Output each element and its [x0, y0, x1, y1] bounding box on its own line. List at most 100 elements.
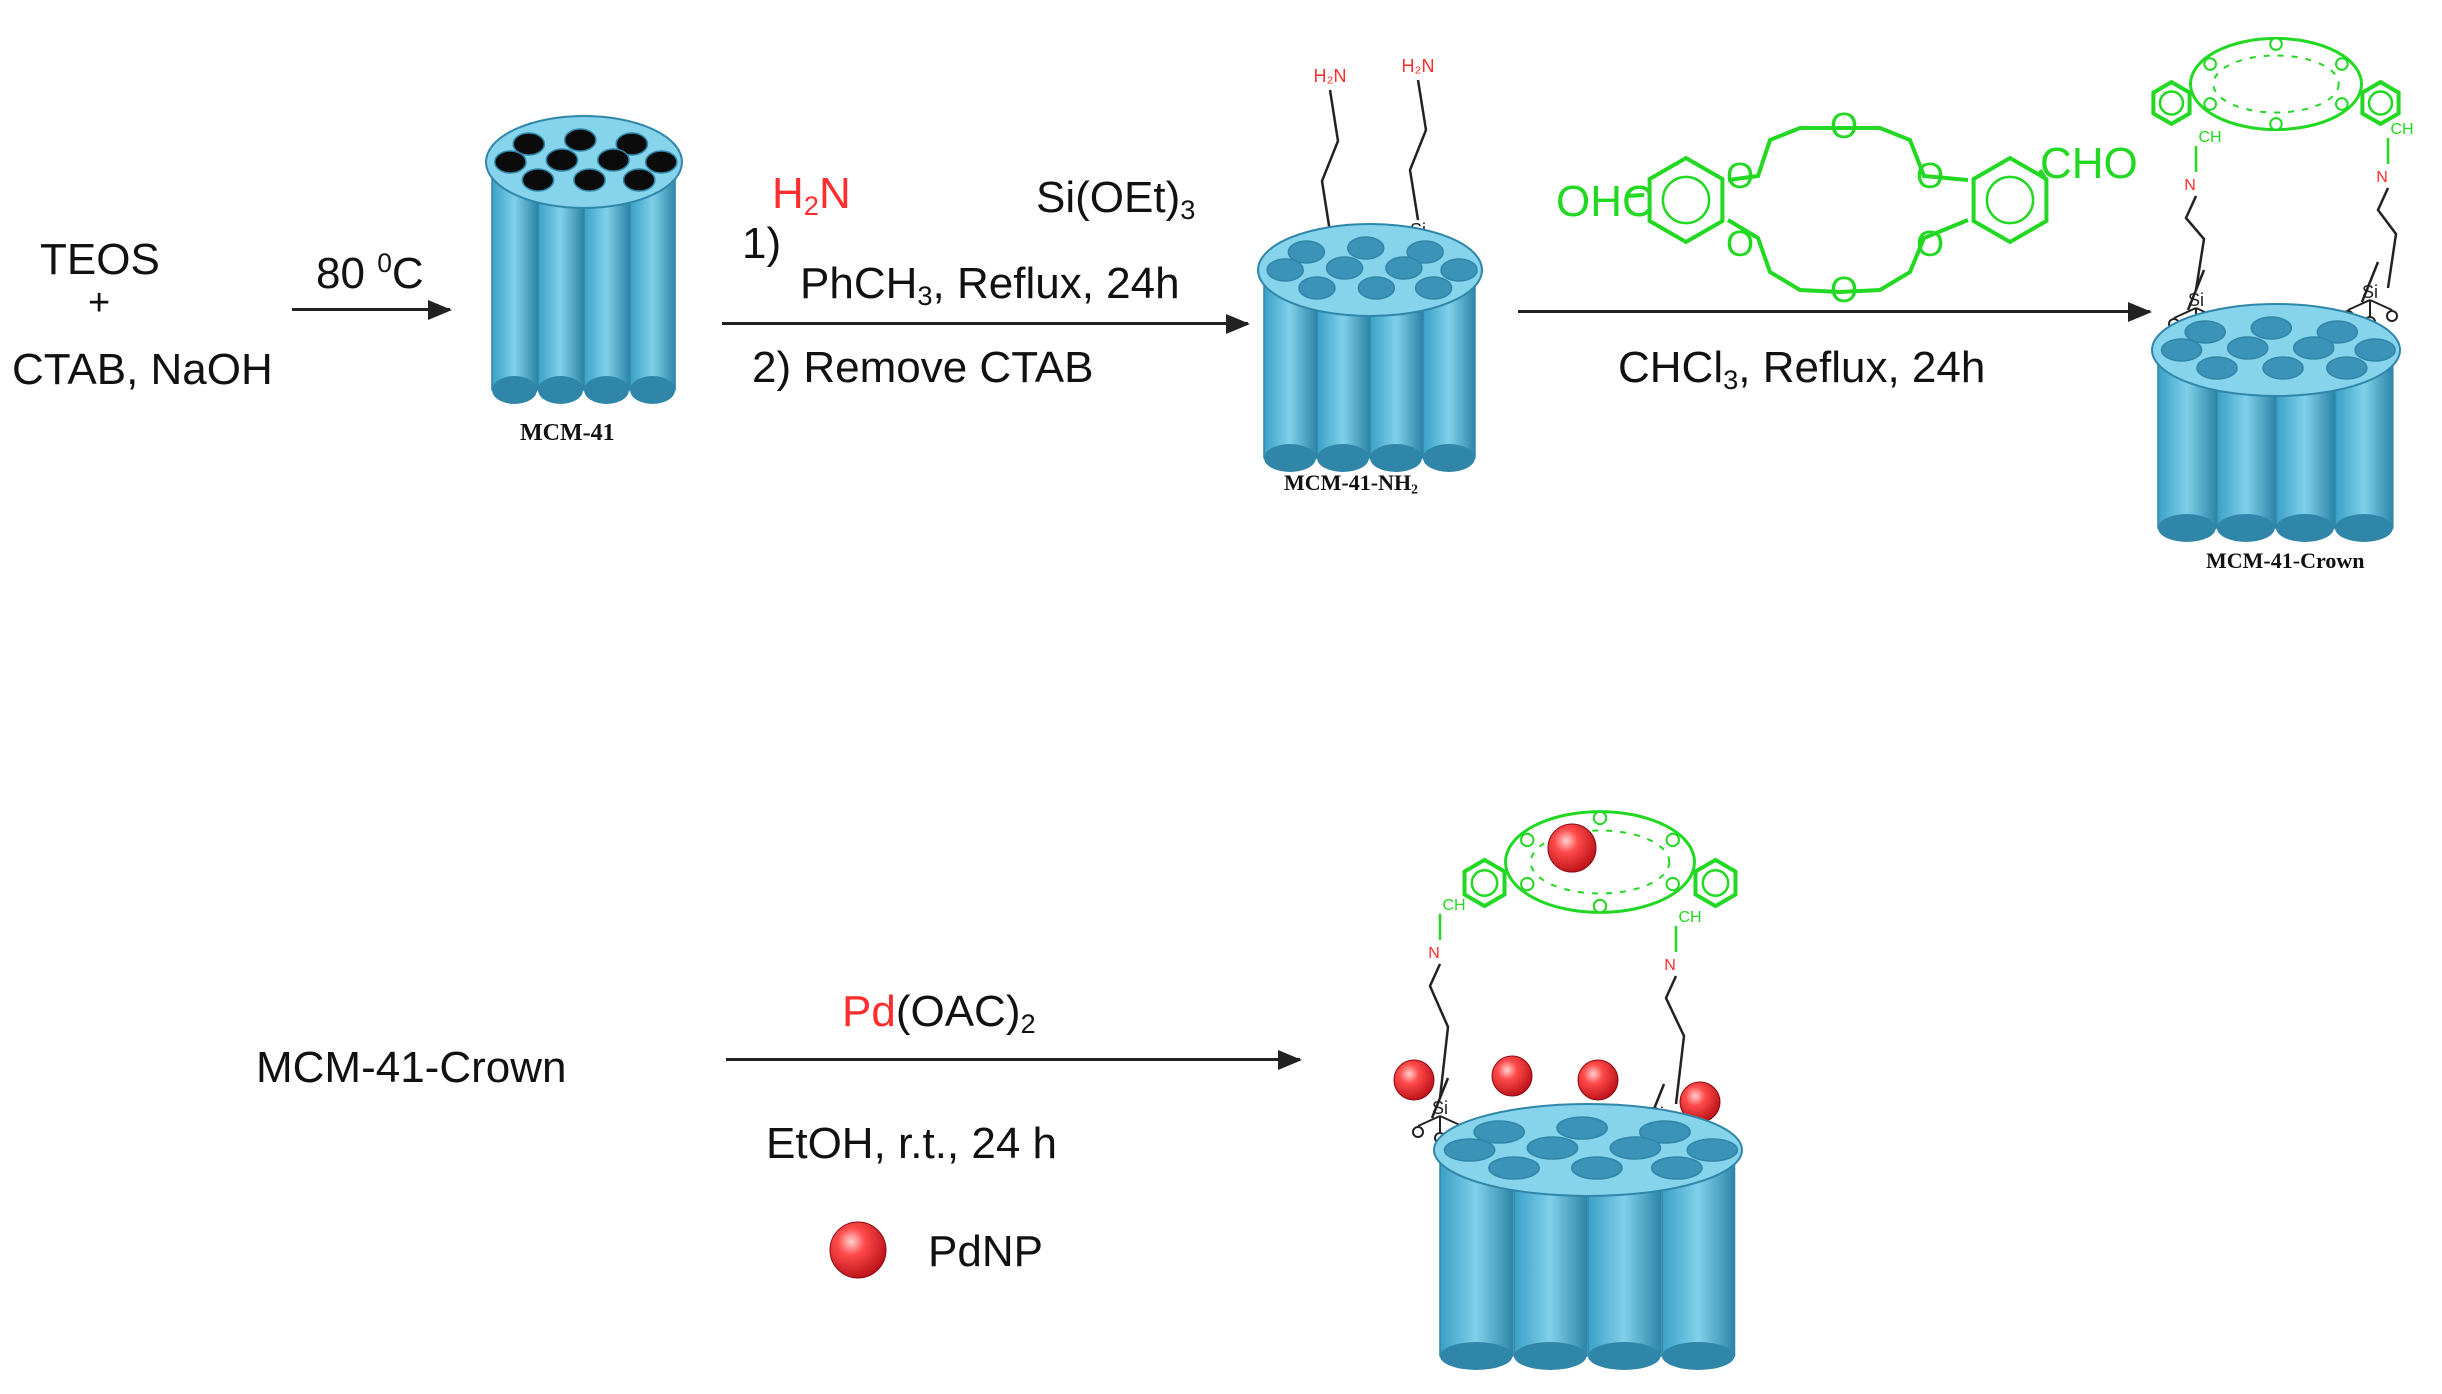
- ch-group: CH: [2198, 129, 2221, 146]
- pore-9: [1650, 1156, 1703, 1180]
- pore-2: [1639, 1120, 1691, 1144]
- pore-1: [1346, 236, 1385, 260]
- pore-1: [2250, 316, 2293, 340]
- terminal-group: H₂N: [1402, 56, 1435, 76]
- pd-particle-1: [1393, 1059, 1435, 1101]
- pore-4: [545, 148, 579, 172]
- pore-0: [2184, 320, 2227, 344]
- pore-7: [2196, 356, 2238, 380]
- pore-0: [1287, 240, 1326, 264]
- pore-9: [2325, 356, 2368, 380]
- pore-8: [1357, 276, 1396, 300]
- crown-oxygen-4: O: [1726, 223, 1755, 264]
- crown-oxygen-3: O: [1916, 155, 1945, 196]
- pore-4: [1325, 256, 1364, 280]
- benzene-ring-b: [1693, 857, 1738, 909]
- mcm41-crown-structure: CH N CH N Si Si: [2151, 36, 2414, 336]
- macrocycle: [2189, 36, 2363, 132]
- pore-7: [521, 168, 555, 192]
- reagent-ctab-naoh: CTAB, NaOH: [12, 345, 273, 394]
- final-particle: [1433, 1103, 1743, 1370]
- temperature-label: 80 0C: [316, 248, 424, 298]
- silane-group: Si(OEt)3: [1036, 173, 1196, 225]
- arrow-step3: [1518, 302, 2152, 322]
- pd-particle-3: [1577, 1059, 1619, 1101]
- pore-8: [1570, 1156, 1623, 1180]
- pore-1: [1556, 1116, 1608, 1140]
- crown-oxygen-6: O: [1830, 269, 1859, 310]
- substrate-mcm41-crown: MCM-41-Crown: [256, 1043, 567, 1092]
- arrow-step2: [722, 314, 1250, 334]
- caption-mcm41: MCM-41: [520, 420, 615, 446]
- pore-3: [1266, 258, 1304, 282]
- caption-mcm41-crown: MCM-41-Crown: [2206, 548, 2365, 573]
- pore-4: [1526, 1136, 1579, 1160]
- pore-8: [573, 168, 606, 192]
- pore-0: [512, 132, 546, 156]
- aldehyde-right: CHO: [2040, 139, 2138, 188]
- amine-group: H2N: [772, 169, 851, 221]
- plus-sign: +: [88, 282, 111, 324]
- n-atom: N: [2184, 177, 2196, 194]
- n-atom: N: [1664, 957, 1676, 974]
- ch-group: CH: [1442, 897, 1465, 914]
- arrow-step1: [292, 300, 452, 320]
- imine-arm-left: CH N: [2184, 129, 2222, 291]
- conditions-step2b: 2) Remove CTAB: [752, 343, 1094, 392]
- si-atom: Si: [2188, 290, 2204, 310]
- pore-9: [1414, 276, 1453, 300]
- macrocycle: [1504, 810, 1696, 914]
- pore-3: [1443, 1138, 1496, 1162]
- mcm41-crown-particle: [2151, 303, 2401, 542]
- conditions-step4: EtOH, r.t., 24 h: [766, 1119, 1058, 1168]
- pore-6: [1686, 1138, 1739, 1162]
- crown-ether-reagent: [1625, 126, 2049, 295]
- si-atom: Si: [1432, 1098, 1448, 1118]
- pore-3: [2160, 338, 2203, 362]
- pore-0: [1473, 1120, 1526, 1144]
- mcm41-particle: [485, 115, 683, 404]
- final-imine-right: CH N: [1664, 909, 1702, 1105]
- pore-5: [1609, 1136, 1662, 1160]
- si-atom: Si: [2362, 282, 2378, 302]
- benzene-ring-right: [1971, 155, 2049, 245]
- pore-6: [644, 150, 678, 174]
- pore-8: [2262, 356, 2304, 380]
- pd-acetate: Pd(OAC)2: [842, 987, 1036, 1039]
- o-atom-2: [2386, 310, 2398, 322]
- caption-mcm41-nh2: MCM-41-NH2: [1284, 470, 1418, 497]
- n-atom: N: [1428, 945, 1440, 962]
- aldehyde-left: OHC: [1556, 177, 1654, 226]
- imine-arm-right: CH N: [2376, 121, 2414, 289]
- reagent-teos: TEOS: [40, 235, 160, 284]
- ch-group: CH: [2390, 121, 2413, 138]
- pore-2: [615, 132, 649, 156]
- mcm41-nh2-particle: [1257, 223, 1483, 472]
- benzene-ring-a: [2151, 79, 2192, 127]
- pd-particle-2: [1491, 1055, 1533, 1097]
- pore-1: [563, 128, 597, 152]
- terminal-group: H₂N: [1314, 66, 1347, 86]
- pore-5: [1385, 256, 1423, 280]
- crown-oxygen-2: O: [1726, 155, 1755, 196]
- pore-6: [1440, 258, 1478, 282]
- n-atom: N: [2376, 169, 2388, 186]
- ch-group: CH: [1678, 909, 1701, 926]
- pore-2: [2316, 320, 2359, 344]
- pore-5: [2292, 336, 2335, 360]
- conditions-step2a: PhCH3, Reflux, 24h: [800, 259, 1180, 311]
- pd-particle-in-crown: [1547, 823, 1597, 873]
- pore-5: [597, 148, 630, 172]
- benzene-ring-b: [2360, 79, 2401, 127]
- pore-6: [2354, 338, 2396, 362]
- conditions-step3: CHCl3, Reflux, 24h: [1618, 343, 1986, 395]
- final-imine-left: CH N: [1428, 897, 1466, 1099]
- benzene-ring-left: [1647, 155, 1725, 245]
- legend-pdnp-icon: [829, 1221, 887, 1279]
- pore-7: [1298, 276, 1336, 300]
- crown-oxygen-5: O: [1916, 223, 1945, 264]
- legend-pdnp-label: PdNP: [928, 1227, 1043, 1276]
